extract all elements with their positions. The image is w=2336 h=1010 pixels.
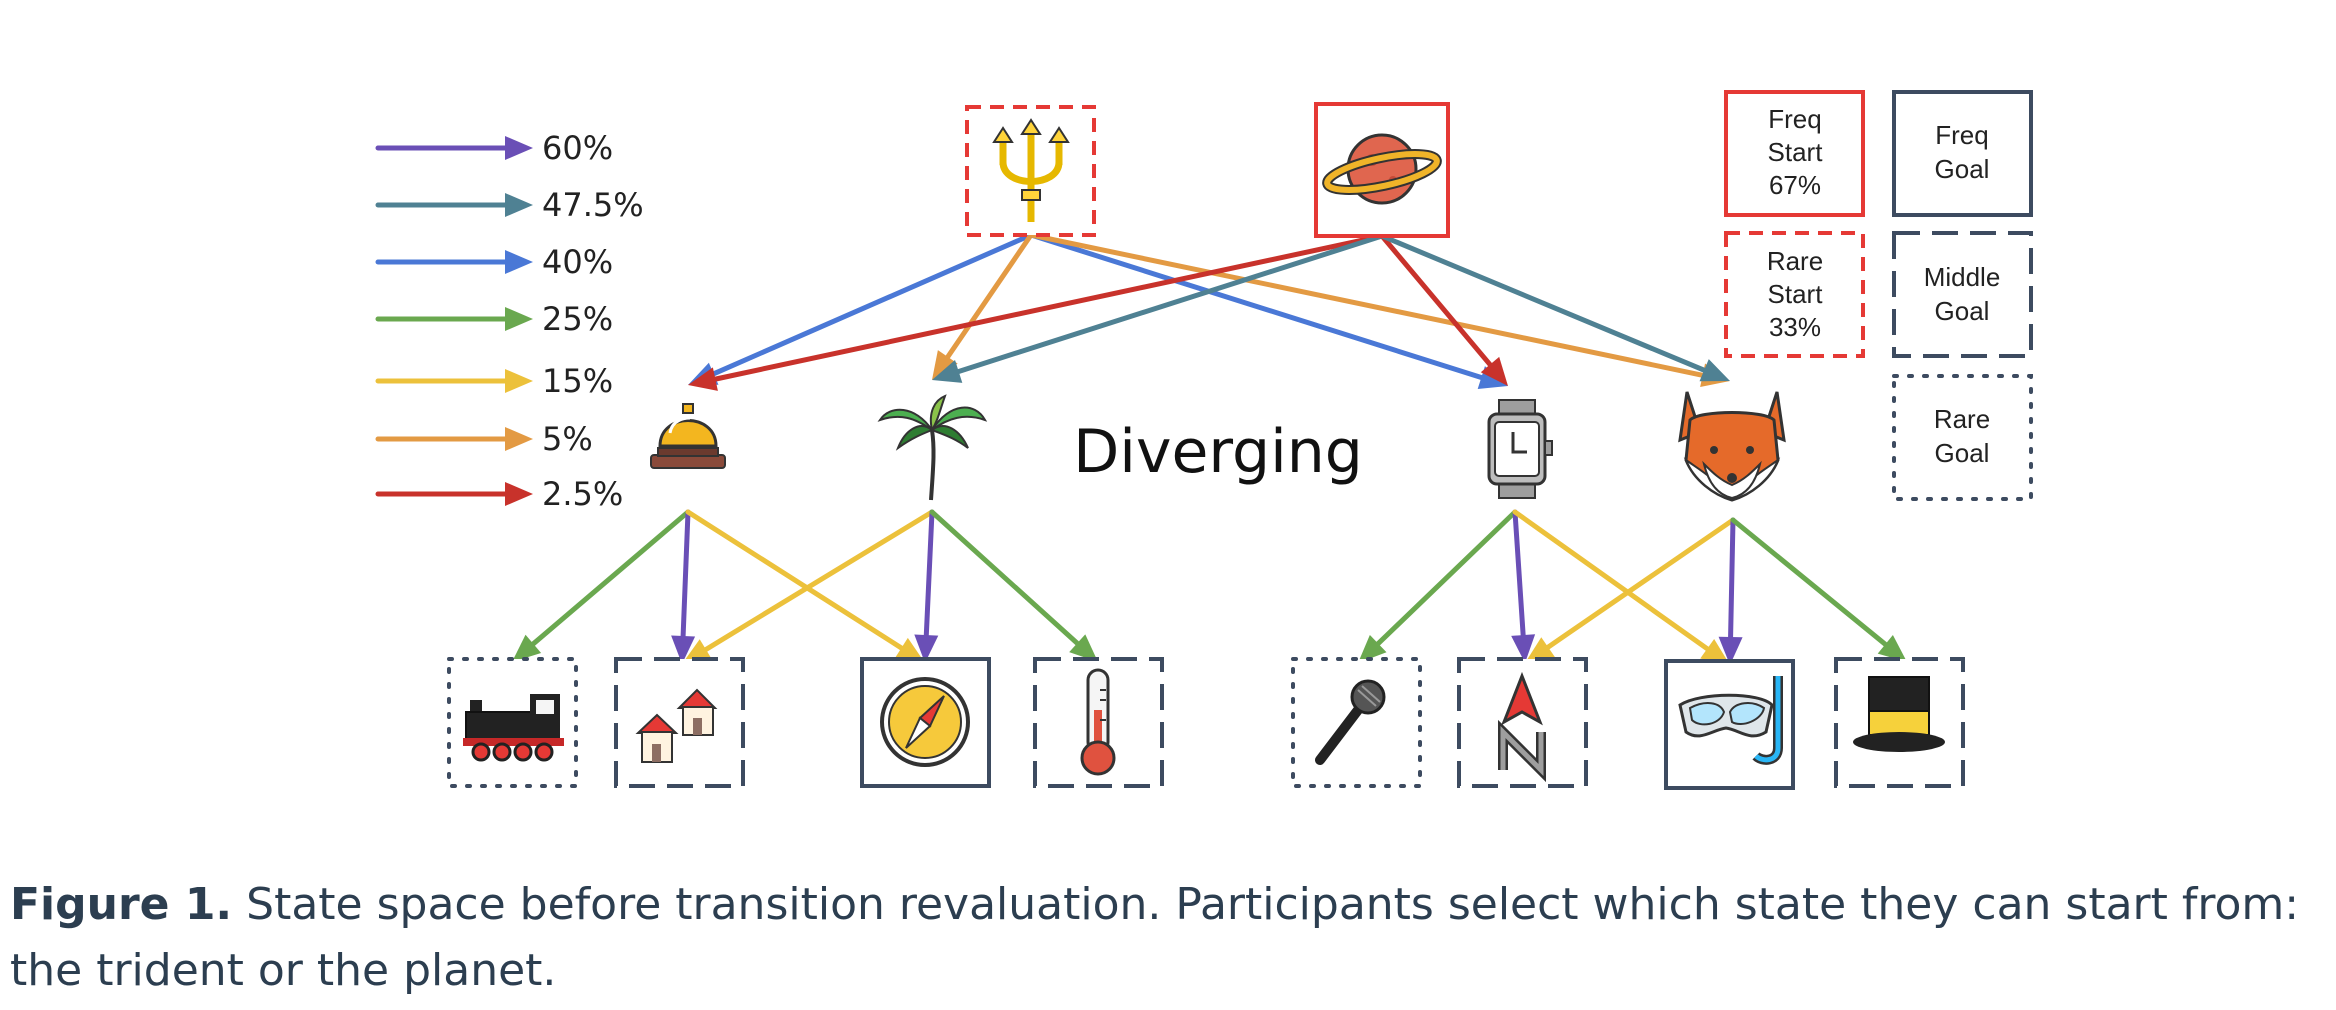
microphone-icon — [1315, 679, 1386, 765]
middle-state-fox — [1678, 391, 1786, 502]
key-freq-goal-line2: Goal — [1935, 154, 1990, 184]
legend-arrow-7 — [375, 482, 533, 506]
arrow-bell-to-train — [512, 509, 691, 662]
north-arrow-icon — [1498, 671, 1546, 783]
goal-state-houses — [614, 657, 745, 788]
legend-label-7: 2.5% — [542, 475, 623, 513]
arrow-fox-to-top-hat — [1730, 517, 1907, 662]
key-middle-goal-line2: Goal — [1935, 296, 1990, 326]
train-icon — [463, 694, 564, 762]
arrow-palm-tree-to-compass — [914, 509, 939, 663]
figure-caption-label: Figure 1. — [10, 879, 233, 930]
arrow-fox-to-snorkel-mask — [1718, 517, 1743, 665]
goal-state-compass — [860, 657, 991, 788]
arrow-planet-to-palm-tree — [932, 233, 1385, 383]
middle-state-bell — [650, 403, 726, 469]
thermometer-icon — [1080, 668, 1116, 776]
key-rare-start-line1: Rare — [1767, 246, 1823, 276]
start-state-planet — [1314, 102, 1450, 238]
snorkel-mask-icon — [1678, 676, 1783, 765]
compass-icon — [880, 677, 970, 767]
legend-arrow-3 — [375, 250, 533, 274]
arrow-trident-to-palm-tree — [932, 232, 1034, 380]
goal-state-train — [447, 657, 578, 788]
goal-state-snorkel — [1664, 659, 1795, 790]
key-middle-goal: Middle Goal — [1892, 231, 2033, 358]
diverging-label: Diverging — [1073, 417, 1363, 487]
legend-arrow-4 — [375, 307, 533, 331]
legend-label-1: 60% — [542, 129, 613, 167]
legend-arrow-6 — [375, 427, 533, 451]
key-freq-start-line1: Freq — [1768, 104, 1821, 134]
legend-label-3: 40% — [542, 243, 613, 281]
goal-state-thermometer — [1033, 657, 1164, 788]
legend-label-4: 25% — [542, 300, 613, 338]
planet-icon — [1322, 133, 1442, 205]
bell-icon — [650, 403, 726, 469]
key-rare-start-line2: Start — [1768, 279, 1824, 309]
key-freq-goal: Freq Goal — [1892, 90, 2033, 217]
arrow-watch-to-microphone — [1358, 509, 1518, 663]
key-freq-start: Freq Start 67% — [1724, 90, 1865, 217]
arrow-planet-to-bell — [688, 233, 1385, 391]
houses-icon — [635, 688, 718, 763]
arrow-trident-to-fox — [1028, 232, 1730, 388]
palm-tree-icon — [877, 394, 988, 501]
fox-icon — [1678, 391, 1786, 502]
probability-legend: 60% 47.5% 40% 25% 15% 5% 2.5% — [375, 129, 644, 513]
key-freq-start-line3: 67% — [1769, 170, 1821, 200]
key-freq-start-line2: Start — [1768, 137, 1824, 167]
goal-state-microphone — [1291, 657, 1422, 788]
key-rare-goal: Rare Goal — [1892, 374, 2033, 501]
middle-state-palm — [877, 394, 988, 501]
arrow-palm-tree-to-thermometer — [929, 509, 1098, 662]
key-rare-start-line3: 33% — [1769, 312, 1821, 342]
start-state-trident — [965, 105, 1096, 237]
state-space-diagram: 60% 47.5% 40% 25% 15% 5% 2.5% — [375, 90, 2033, 790]
arrow-fox-to-north-arrow — [1525, 517, 1736, 663]
goal-state-top-hat — [1834, 657, 1965, 788]
trident-icon — [992, 118, 1070, 222]
arrow-bell-to-houses — [671, 509, 696, 664]
arrow-watch-to-north-arrow — [1511, 509, 1536, 663]
watch-icon — [1487, 399, 1553, 499]
key-rare-start: Rare Start 33% — [1724, 231, 1865, 358]
arrow-watch-to-snorkel-mask — [1512, 509, 1730, 665]
arrow-bell-to-compass — [685, 509, 925, 663]
legend-label-6: 5% — [542, 420, 593, 458]
arrow-planet-to-watch — [1379, 233, 1508, 386]
arrow-planet-to-fox — [1379, 233, 1730, 382]
legend-arrow-5 — [375, 369, 533, 393]
middle-state-watch — [1487, 399, 1553, 499]
figure-caption: Figure 1. State space before transition … — [10, 872, 2326, 1004]
figure-caption-text: State space before transition revaluatio… — [10, 879, 2300, 996]
key-freq-goal-line1: Freq — [1935, 120, 1988, 150]
key-middle-goal-line1: Middle — [1924, 262, 2001, 292]
top-hat-icon — [1853, 676, 1945, 752]
legend-arrow-1 — [375, 136, 533, 160]
transition-arrows — [512, 232, 1907, 665]
key-rare-goal-line2: Goal — [1935, 438, 1990, 468]
key-rare-goal-line1: Rare — [1934, 404, 1990, 434]
legend-arrow-2 — [375, 193, 533, 217]
legend-label-2: 47.5% — [542, 186, 644, 224]
legend-label-5: 15% — [542, 362, 613, 400]
goal-state-north — [1457, 657, 1588, 788]
